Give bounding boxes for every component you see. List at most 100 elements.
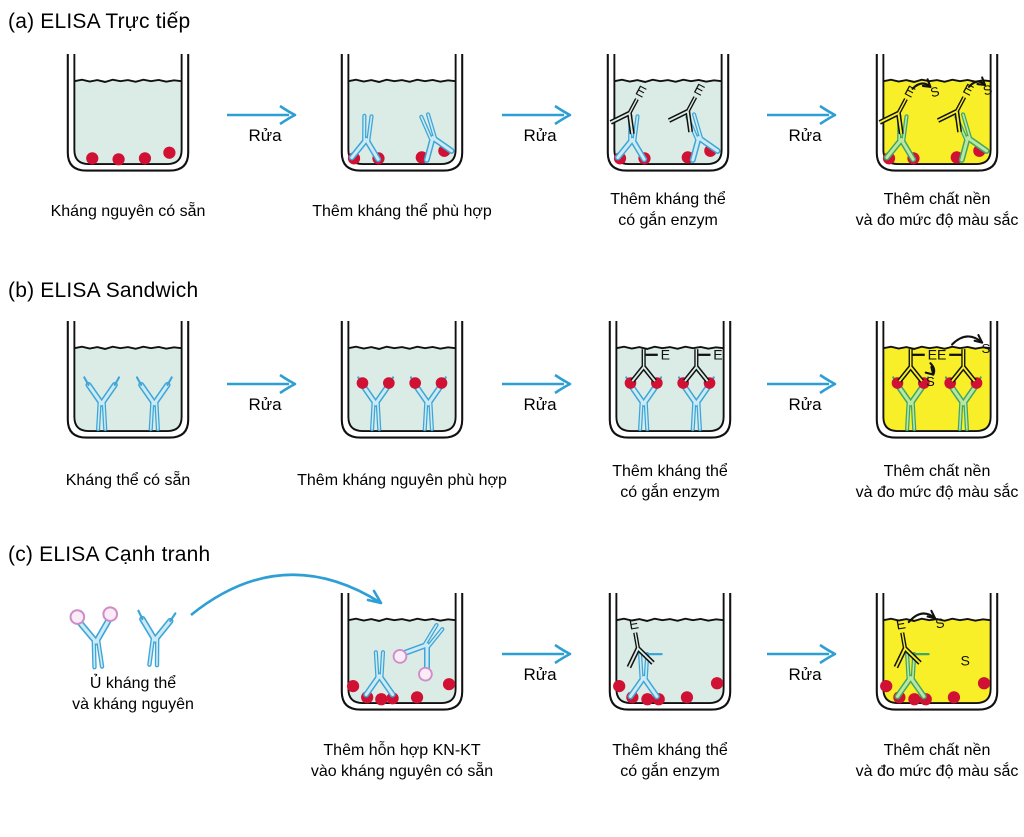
well-wall-inner-outline: [73, 320, 183, 432]
wash-label: Rửa: [788, 395, 822, 414]
well-wall-inner-outline: [347, 320, 457, 432]
well-wall-outline: [608, 592, 732, 711]
well-graphic: [66, 53, 190, 172]
antibody-icon: [419, 112, 455, 163]
antigen-dot: [908, 693, 921, 706]
antigen-dot: [375, 693, 388, 706]
well-label: Kháng thể có sẵn: [0, 470, 258, 491]
well-label-line: Thêm chất nền: [883, 742, 991, 759]
section-title-b: (b) ELISA Sandwich: [8, 279, 199, 302]
well-wall-outline: [875, 53, 999, 172]
arrow-right-icon: [767, 643, 837, 665]
antibody-icon: [69, 606, 119, 670]
enzyme-letter: E: [713, 347, 722, 363]
enzyme-antibody-icon: E: [626, 615, 655, 669]
antibody-icon: [135, 376, 173, 432]
arrow-right-icon: [227, 373, 297, 395]
well-enzyme-antibody-added: E: [604, 592, 736, 719]
enzyme-letter: E: [928, 347, 937, 363]
substrate-letter: S: [961, 652, 970, 668]
antigen-dot: [442, 678, 456, 691]
curved-arrow-icon: [190, 573, 383, 617]
wash-label: Rửa: [788, 126, 822, 145]
well-label: Thêm kháng nguyên phù hợp: [272, 470, 532, 491]
enzyme-antibody-icon: E: [893, 615, 922, 669]
wash-label: Rửa: [523, 126, 557, 145]
well-wall-inner-outline: [615, 320, 725, 432]
enzyme-letter: E: [661, 347, 670, 363]
well-wall-outline: [340, 320, 464, 439]
incubated-antibody-antigen-mix: [50, 595, 230, 685]
well-label-line: Thêm kháng thể: [612, 742, 728, 759]
arrow-right-icon: [227, 104, 297, 126]
well-wall-outline: [875, 592, 999, 711]
antibody-icon: [137, 609, 177, 668]
liquid-surface-line: [614, 78, 722, 83]
arrow-right-icon: [502, 643, 572, 665]
well-wall-inner-outline: [615, 592, 725, 704]
substrate-letter: S: [926, 374, 935, 389]
antigen-dot: [880, 679, 893, 693]
liquid-surface-line: [74, 78, 182, 83]
well-wall-outline: [66, 53, 190, 172]
wash-arrow: [500, 102, 580, 128]
well-matched-antigen-added: [336, 320, 468, 447]
arrow-right-icon: [767, 104, 837, 126]
antigen-pink-circle: [69, 609, 86, 625]
well-label-line: Thêm chất nền: [883, 191, 991, 208]
antigen-dot: [947, 691, 961, 704]
incubate-label-line: và kháng nguyên: [72, 696, 194, 713]
well-label: Thêm kháng thể phù hợp: [272, 201, 532, 222]
well-label-line: và đo mức độ màu sắc: [855, 212, 1019, 229]
antibody-icon: [614, 113, 648, 163]
enzyme-antibody-icon: E: [878, 82, 918, 135]
antigen-dot: [346, 679, 360, 693]
well-wall-inner-outline: [73, 53, 183, 165]
enzyme-antibody-icon: E: [897, 347, 937, 383]
substrate-letter: S: [934, 615, 946, 632]
antigen-pink-circle: [102, 606, 119, 622]
well-wall-outline: [340, 592, 464, 711]
liquid-surface-line: [348, 78, 456, 83]
arrow-right-icon: [502, 104, 572, 126]
well-mixture-added: [336, 592, 468, 719]
section-title-a: (a) ELISA Trực tiếp: [8, 10, 191, 33]
antibody-icon: [363, 650, 396, 698]
antibody-icon: [685, 112, 721, 163]
well-label-line: có gắn enzym: [618, 212, 718, 229]
liquid-surface-line: [616, 617, 724, 622]
well-label-line: Kháng thể có sẵn: [65, 472, 191, 489]
antigen-dot: [382, 377, 395, 389]
enzyme-letter: E: [628, 615, 640, 632]
antigen-pink-circle: [392, 649, 408, 664]
liquid-surface-line: [883, 617, 991, 622]
wash-label: Rửa: [523, 665, 557, 684]
antigen-dot: [86, 152, 99, 165]
substrate-letter: S: [981, 82, 994, 99]
antigen-dot: [435, 377, 448, 389]
antibody-icon: [894, 652, 927, 700]
well-graphic: E: [608, 592, 732, 711]
well-label-line: Thêm kháng thể phù hợp: [312, 203, 492, 220]
enzyme-letter: E: [895, 615, 907, 632]
enzyme-antibody-icon: E: [683, 347, 723, 383]
antigen-dot: [112, 153, 125, 166]
well-label-line: Thêm hỗn hợp KN-KT: [323, 742, 481, 759]
substrate-letter: S: [929, 83, 942, 100]
well-wall-outline: [608, 320, 732, 439]
wash-label: Rửa: [248, 126, 282, 145]
wash-arrow: [225, 102, 305, 128]
antigen-dot: [641, 693, 654, 706]
liquid-surface-line: [883, 345, 991, 350]
